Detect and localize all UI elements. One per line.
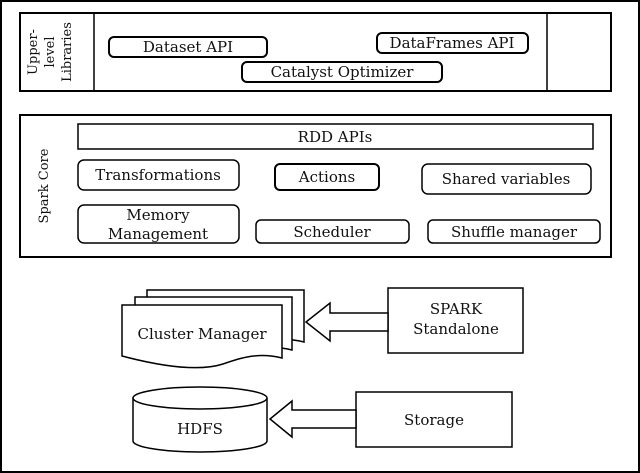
dataframes-api-box <box>376 32 529 54</box>
upper-label-line2: level <box>43 36 58 67</box>
catalyst-optimizer-label: Catalyst Optimizer <box>271 63 415 81</box>
spark-standalone-box <box>387 287 524 354</box>
hdfs-label: HDFS <box>177 420 223 438</box>
cluster-manager-label: Cluster Manager <box>137 325 267 343</box>
hdfs-cylinder-top <box>132 386 268 410</box>
spark-core-panel: Spark Core RDD APIs Transformations Acti… <box>19 114 612 258</box>
scheduler-label: Scheduler <box>293 223 371 241</box>
memory-management-label-line2: Management <box>108 225 208 243</box>
storage-label: Storage <box>404 411 464 429</box>
dataframes-api-label: DataFrames API <box>390 34 515 52</box>
cluster-manager-stack: Cluster Manager <box>121 289 305 369</box>
upper-label-line1: Upper- <box>26 29 41 75</box>
shared-variables-label: Shared variables <box>442 170 571 188</box>
cluster-manager-doc-front <box>121 304 283 369</box>
actions-label: Actions <box>298 168 355 186</box>
transformations-label: Transformations <box>95 166 221 184</box>
upper-level-libraries-panel: Upper- level Libraries Dataset API DataF… <box>19 12 612 92</box>
catalyst-optimizer-box <box>241 61 443 83</box>
dataset-api-box <box>108 36 268 58</box>
shuffle-manager-label: Shuffle manager <box>451 223 578 241</box>
dataset-api-label: Dataset API <box>143 38 233 56</box>
spark-standalone-label-line1: SPARK <box>430 300 483 318</box>
spark-core-label: Spark Core <box>37 148 52 223</box>
actions-box <box>274 163 380 191</box>
hdfs-cylinder-body <box>132 398 268 453</box>
upper-level-libraries-label: Upper- level Libraries <box>26 22 75 82</box>
hdfs-cylinder: HDFS <box>132 386 268 453</box>
storage-box <box>355 391 513 448</box>
shared-variables-box <box>421 163 592 195</box>
memory-management-box <box>77 204 240 244</box>
shuffle-manager-box <box>427 219 601 244</box>
scheduler-box <box>255 219 410 244</box>
transformations-box <box>77 159 240 191</box>
rdd-apis-label: RDD APIs <box>298 128 373 146</box>
standalone-to-cluster-arrow <box>304 301 389 343</box>
spark-standalone-label-line2: Standalone <box>413 320 499 338</box>
upper-label-line3: Libraries <box>60 22 75 82</box>
memory-management-label-line1: Memory <box>126 206 190 224</box>
storage-to-hdfs-arrow <box>268 399 357 439</box>
rdd-apis-box <box>77 123 594 150</box>
